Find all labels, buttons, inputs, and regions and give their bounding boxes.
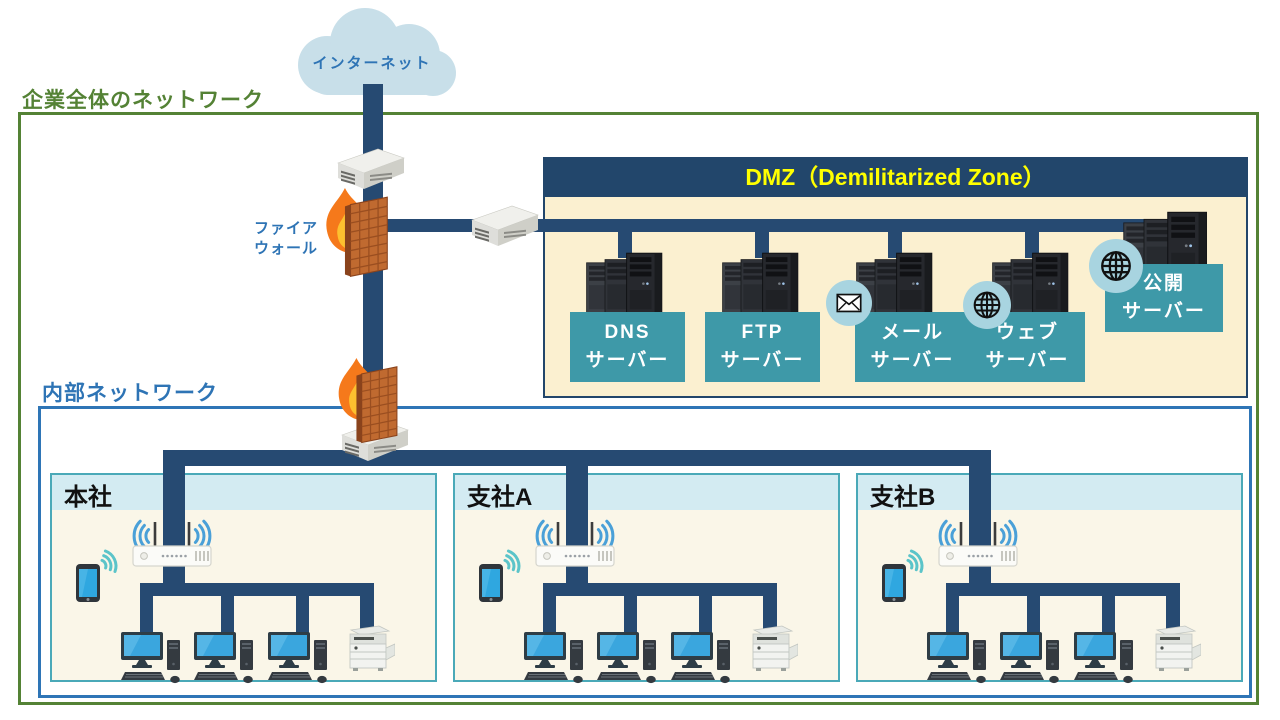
printer-icon — [1149, 624, 1201, 672]
web-badge — [963, 281, 1011, 329]
server-label-ftp: FTP サーバー — [705, 312, 820, 382]
network-line-pc-drop — [1027, 590, 1040, 640]
network-line-dmz-bus — [372, 219, 1154, 232]
mail-icon — [836, 293, 862, 313]
network-line-ftp-drop — [755, 228, 769, 258]
network-line-pc-drop — [140, 590, 153, 640]
wireless-router-icon — [111, 512, 227, 570]
wireless-router-icon — [514, 512, 630, 570]
desktop-computer-icon — [1000, 632, 1064, 686]
printer-icon — [343, 624, 395, 672]
desktop-computer-icon — [121, 632, 185, 686]
globe-icon — [1101, 251, 1131, 281]
network-line-mail-drop — [888, 228, 902, 258]
network-line-pc-drop — [1102, 590, 1115, 640]
branch-header — [455, 475, 838, 510]
firewall-icon — [328, 358, 406, 446]
wireless-router-icon — [917, 512, 1033, 570]
dmz-header: DMZ（Demilitarized Zone） — [543, 157, 1248, 197]
branch-header — [858, 475, 1241, 510]
dmz-title: DMZ（Demilitarized Zone） — [745, 164, 1046, 190]
desktop-computer-icon — [927, 632, 991, 686]
server-towers-icon — [581, 250, 669, 314]
desktop-computer-icon — [671, 632, 735, 686]
smartphone-icon — [74, 546, 120, 604]
smartphone-icon — [477, 546, 523, 604]
network-line-lan-bus — [140, 583, 374, 596]
network-line-pc-drop — [946, 590, 959, 640]
network-line-pc-drop — [624, 590, 637, 640]
network-line-lan-bus — [946, 583, 1180, 596]
network-line-pc-drop — [543, 590, 556, 640]
network-line-web-drop — [1025, 228, 1039, 258]
network-line-dns-drop — [618, 228, 632, 258]
network-line-pc-drop — [221, 590, 234, 640]
desktop-computer-icon — [524, 632, 588, 686]
desktop-computer-icon — [597, 632, 661, 686]
network-line-printer-drop — [763, 590, 777, 632]
switch-icon — [466, 204, 542, 250]
network-line-lan-bus — [543, 583, 777, 596]
server-label-dns: DNS サーバー — [570, 312, 685, 382]
smartphone-icon — [880, 546, 926, 604]
branch-title: 本社 — [64, 484, 112, 511]
globe-icon — [973, 291, 1001, 319]
branch-title: 支社A — [467, 484, 533, 511]
firewall-icon — [316, 188, 396, 280]
internal-network-label: 内部ネットワーク — [42, 382, 218, 405]
internet-label: インターネット — [312, 55, 432, 72]
desktop-computer-icon — [194, 632, 258, 686]
branch-title: 支社B — [870, 484, 936, 511]
desktop-computer-icon — [1074, 632, 1138, 686]
printer-icon — [746, 624, 798, 672]
branch-header — [52, 475, 435, 510]
public-badge — [1089, 239, 1143, 293]
firewall-label: ファイア ウォール — [253, 220, 318, 257]
switch-icon — [332, 147, 408, 193]
desktop-computer-icon — [268, 632, 332, 686]
network-line-pc-drop — [699, 590, 712, 640]
internal-network-box — [38, 406, 1252, 698]
enterprise-network-box — [18, 112, 1259, 705]
network-line-printer-drop — [360, 590, 374, 632]
mail-badge — [826, 280, 872, 326]
server-label-mail: メール サーバー — [855, 312, 970, 382]
enterprise-network-label: 企業全体のネットワーク — [22, 89, 264, 112]
server-towers-icon — [717, 250, 805, 314]
network-line-printer-drop — [1166, 590, 1180, 632]
network-line-pc-drop — [296, 590, 309, 640]
